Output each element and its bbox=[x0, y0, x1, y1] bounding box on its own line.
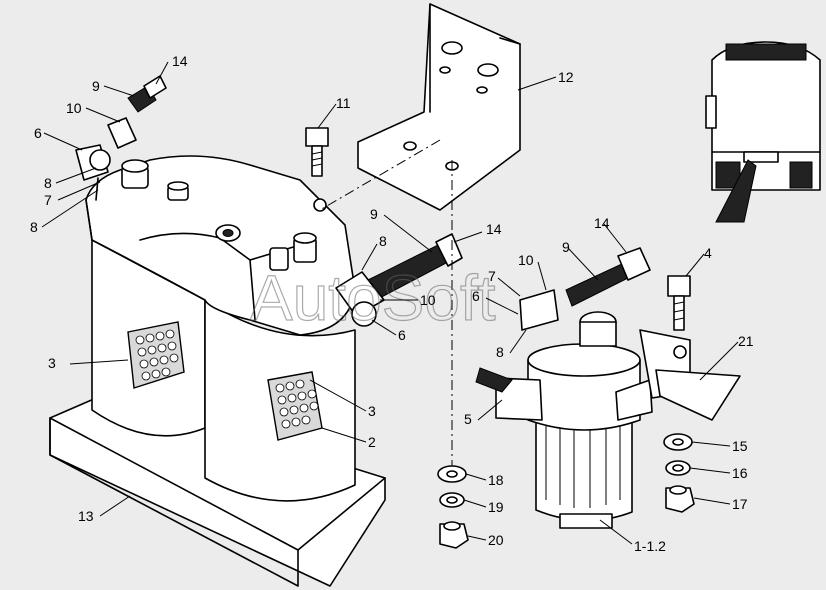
truck-location-inset bbox=[705, 41, 821, 223]
callout-label: 6 bbox=[34, 125, 42, 141]
callout-label: 11 bbox=[336, 95, 351, 111]
callout-label: 19 bbox=[488, 499, 504, 515]
assembly-centerlines bbox=[319, 139, 453, 470]
nut-17 bbox=[665, 485, 695, 513]
callout-label: 10 bbox=[66, 100, 82, 116]
bracket-plate-21 bbox=[655, 369, 741, 421]
callout-label: 5 bbox=[464, 411, 472, 427]
callout-label: 4 bbox=[704, 245, 712, 261]
bolt-4 bbox=[667, 275, 691, 331]
callout-label: 14 bbox=[486, 221, 502, 237]
callout-label: 14 bbox=[172, 53, 188, 69]
washer-18 bbox=[437, 465, 467, 483]
callout-label: 10 bbox=[518, 252, 534, 268]
fuel-prefilter-assembly bbox=[475, 289, 691, 529]
callout-label: 16 bbox=[732, 465, 748, 481]
filter-element-patch-right bbox=[267, 371, 323, 441]
bolt-11 bbox=[305, 127, 329, 177]
nut-20 bbox=[439, 521, 469, 549]
callout-label: 21 bbox=[738, 333, 754, 349]
callout-label: 7 bbox=[44, 192, 52, 208]
callout-label: 8 bbox=[379, 233, 387, 249]
spring-washer-16 bbox=[665, 460, 691, 476]
center-hose bbox=[335, 233, 463, 327]
callout-label: 8 bbox=[44, 175, 52, 191]
filter-head bbox=[85, 155, 356, 336]
callout-label: 14 bbox=[594, 215, 610, 231]
callout-label: 20 bbox=[488, 532, 504, 548]
spring-washer-19 bbox=[439, 492, 465, 508]
callout-label: 1-1.2 bbox=[634, 538, 666, 554]
callout-labels: 14 9 10 6 8 7 8 11 12 3 3 2 13 9 8 10 6 … bbox=[30, 53, 754, 554]
callout-label: 9 bbox=[92, 78, 100, 94]
callout-label: 3 bbox=[368, 403, 376, 419]
callout-label: 7 bbox=[488, 268, 496, 284]
callout-label: 2 bbox=[368, 434, 376, 450]
callout-label: 18 bbox=[488, 472, 504, 488]
callout-label: 9 bbox=[370, 206, 378, 222]
callout-label: 3 bbox=[48, 355, 56, 371]
callout-label: 10 bbox=[420, 292, 436, 308]
callout-label: 12 bbox=[558, 69, 574, 85]
right-hose bbox=[565, 247, 651, 307]
left-hose-fitting bbox=[75, 75, 167, 201]
callout-label: 6 bbox=[398, 327, 406, 343]
callout-label: 17 bbox=[732, 496, 748, 512]
bracket-12 bbox=[357, 3, 521, 211]
watermark-text: AutoSoft bbox=[250, 262, 496, 334]
callout-label: 8 bbox=[496, 344, 504, 360]
callout-label: 9 bbox=[562, 239, 570, 255]
callout-label: 13 bbox=[78, 508, 94, 524]
washer-15 bbox=[663, 433, 693, 451]
callout-label: 6 bbox=[472, 288, 480, 304]
callout-label: 8 bbox=[30, 219, 38, 235]
filter-element-patch-left bbox=[127, 321, 185, 389]
leader-lines bbox=[41, 61, 739, 545]
callout-label: 15 bbox=[732, 438, 748, 454]
